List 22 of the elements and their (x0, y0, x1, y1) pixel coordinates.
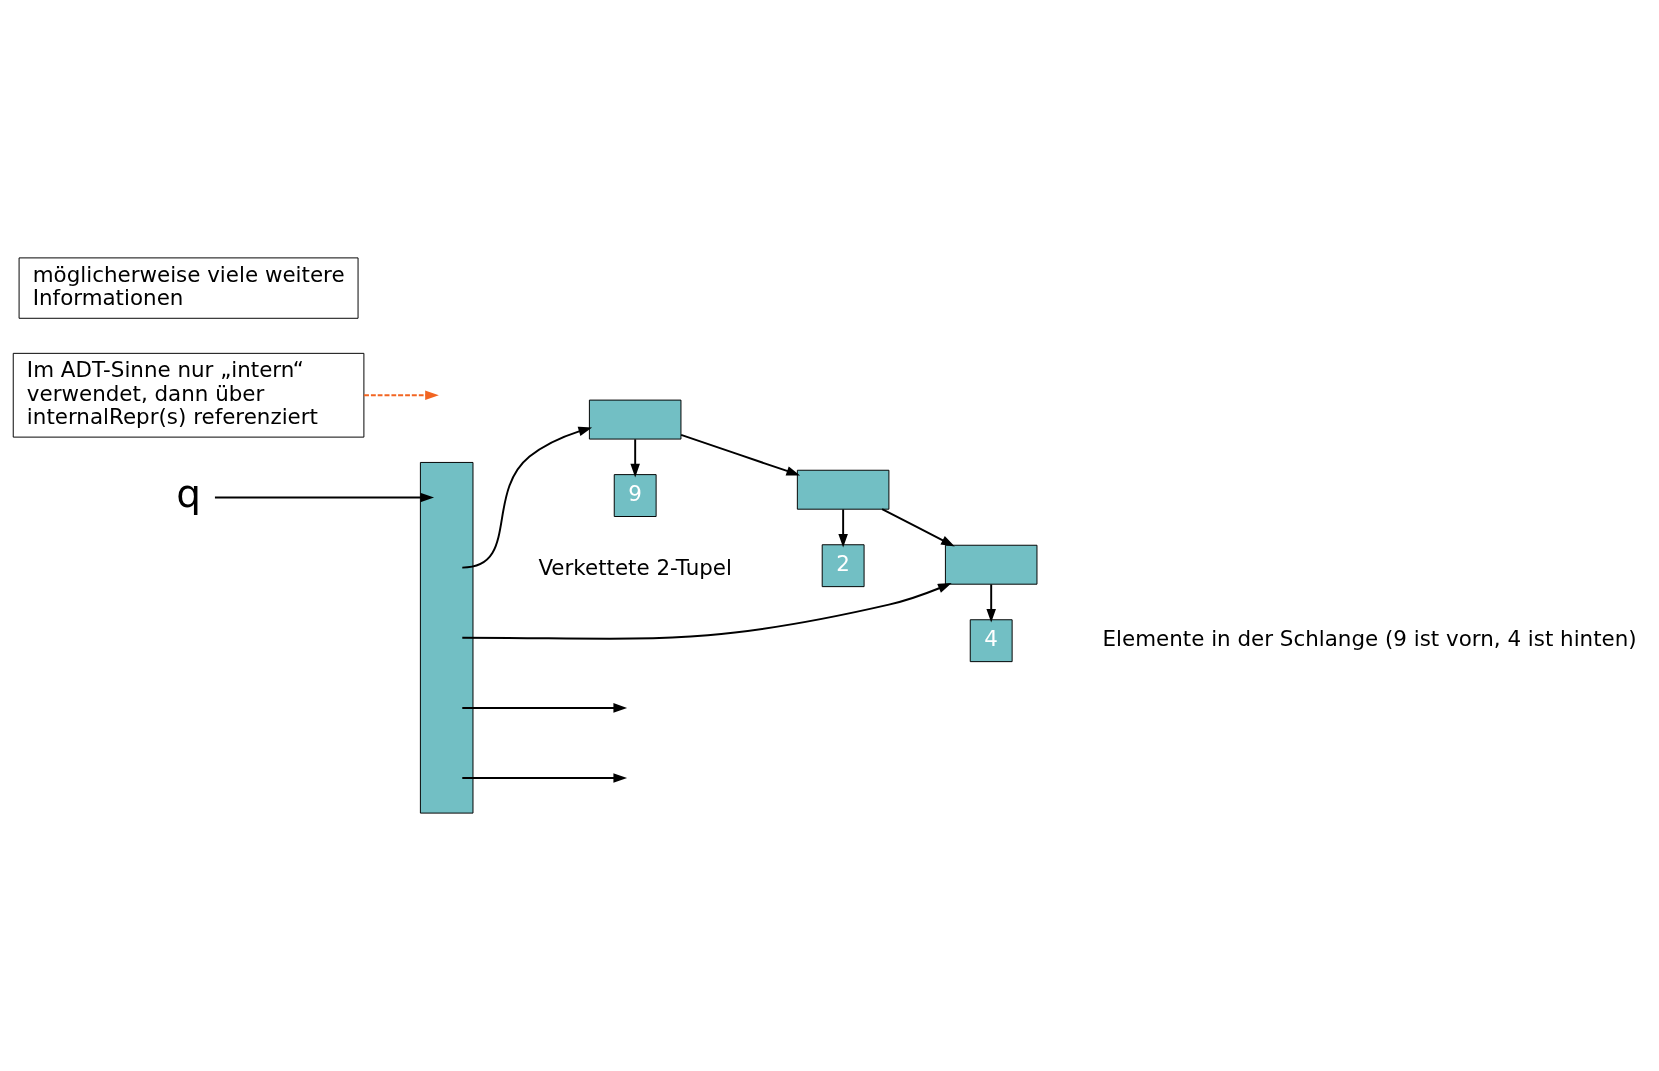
node-box (588, 399, 682, 440)
node-box (944, 544, 1038, 585)
node-box: möglicherweise viele weitere Informationen (18, 257, 359, 319)
arrow (680, 433, 801, 476)
arrow (461, 583, 952, 640)
node-box: 9 (613, 474, 657, 517)
arrow (461, 773, 628, 783)
arrow (838, 508, 848, 548)
arrow (461, 703, 628, 713)
arrow (881, 508, 955, 547)
label: Elemente in der Schlange (9 ist vorn, 4 ist hinten) (1102, 626, 1637, 652)
node-box: Im ADT-Sinne nur „intern“ verwendet, dann über internalRepr(s) referenziert (12, 352, 365, 438)
node-box: 2 (821, 544, 865, 588)
label: Verkettete 2-Tupel (538, 555, 732, 581)
node-box: 4 (969, 619, 1013, 663)
node-box (796, 469, 890, 510)
arrow (461, 426, 593, 569)
node-text: q (176, 471, 201, 517)
arrow (986, 583, 996, 623)
arrow (630, 438, 640, 478)
arrow (213, 492, 435, 503)
arrow (363, 390, 439, 401)
